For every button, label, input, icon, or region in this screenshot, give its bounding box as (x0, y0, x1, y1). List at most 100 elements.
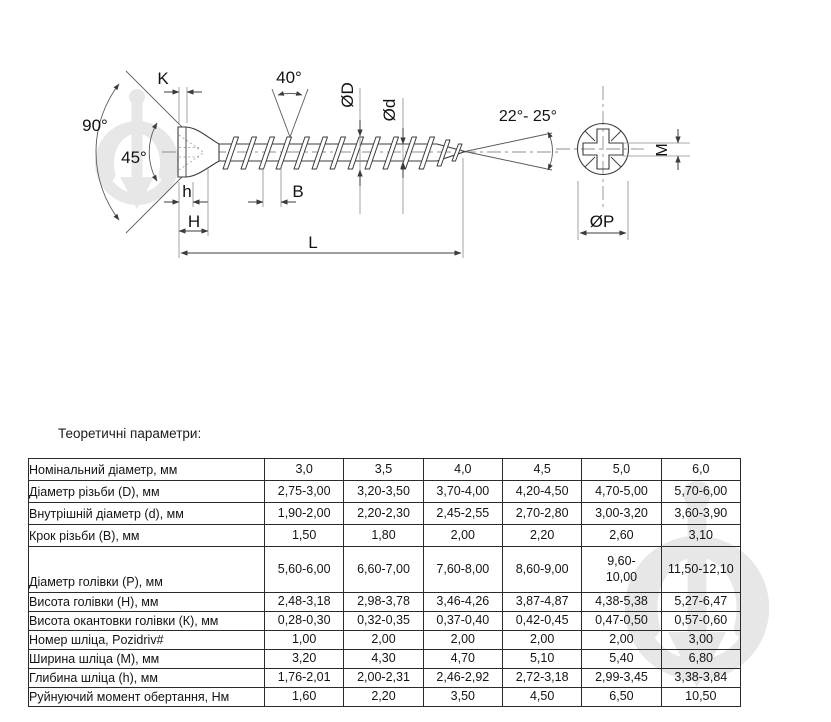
row-label: Діаметр різьби (D), мм (28, 480, 265, 503)
label-inner-dia: Ød (380, 99, 399, 122)
table-cell: 1,60 (263, 687, 345, 707)
row-label: Ширина шліца (М), мм (28, 649, 265, 669)
table-cell: 9,60- 10,00 (581, 546, 662, 593)
dim-tip-angle (464, 131, 553, 171)
table-row: Руйнуючий момент обертання, Нм 1,60 2,20… (28, 687, 742, 707)
table-cell: 2,60 (581, 524, 662, 547)
table-cell: 4,30 (343, 649, 424, 669)
label-h-small: h (182, 182, 191, 201)
table-cell: 3,87-4,87 (501, 592, 583, 612)
table-row: Діаметр голівки (Р), мм 5,60-6,00 6,60-7… (28, 546, 742, 593)
table-cell: 3,70-4,00 (422, 480, 503, 503)
dim-thread-angle (271, 88, 309, 138)
dim-pitch-b (248, 168, 296, 207)
table-cell: 0,28-0,30 (263, 611, 345, 631)
table-row: Висота окантовки голівки (К), мм 0,28-0,… (28, 611, 742, 631)
table-cell: 6,0 (660, 458, 742, 481)
table-cell: 4,38-5,38 (581, 592, 662, 612)
table-cell: 2,00 (422, 630, 503, 650)
table-title: Теоретичні параметри: (58, 426, 202, 441)
table-cell: 3,38-3,84 (660, 668, 742, 688)
row-label: Висота голівки (Н), мм (28, 592, 265, 612)
dim-slot-m (623, 129, 690, 170)
table-cell: 3,00-3,20 (581, 502, 662, 525)
table-row: Внутрішній діаметр (d), мм 1,90-2,00 2,2… (28, 502, 742, 525)
screw-head-front-view (576, 122, 630, 176)
label-pitch-b: B (292, 182, 303, 201)
table-cell: 2,00 (422, 524, 503, 547)
table-row: Ширина шліца (М), мм 3,20 4,30 4,70 5,10… (28, 649, 742, 669)
pozidriv-recess-icon (582, 128, 624, 170)
table-row: Номінальний діаметр, мм 3,0 3,5 4,0 4,5 … (28, 458, 742, 481)
table-cell: 1,80 (343, 524, 424, 547)
table-cell: 11,50-12,10 (660, 546, 742, 593)
row-label: Діаметр голівки (Р), мм (28, 546, 265, 593)
table-cell: 2,00 (343, 630, 424, 650)
label-angle90: 90° (82, 116, 108, 135)
dim-k (164, 87, 202, 123)
label-head-p: ØP (590, 212, 615, 231)
table-cell: 5,60-6,00 (263, 546, 345, 593)
table-cell: 4,70 (422, 649, 503, 669)
table-cell: 2,99-3,45 (581, 668, 662, 688)
table-cell: 2,72-3,18 (501, 668, 583, 688)
label-outer-dia: ØD (338, 82, 357, 108)
table-cell: 2,75-3,00 (263, 480, 345, 503)
label-k: K (157, 69, 169, 88)
table-row: Глибина шліца (h), мм 1,76-2,01 2,00-2,3… (28, 668, 742, 688)
table-cell: 1,90-2,00 (263, 502, 345, 525)
row-label: Руйнуючий момент обертання, Нм (28, 687, 265, 707)
table-cell: 3,46-4,26 (422, 592, 503, 612)
screw-thread (222, 136, 463, 170)
row-label: Номінальний діаметр, мм (28, 458, 265, 481)
table-cell: 6,60-7,00 (343, 546, 424, 593)
table-cell: 2,98-3,78 (343, 592, 424, 612)
table-cell: 10,50 (660, 687, 742, 707)
table-cell: 6,50 (581, 687, 662, 707)
table-row: Діаметр різьби (D), мм 2,75-3,00 3,20-3,… (28, 480, 742, 503)
table-cell: 2,48-3,18 (263, 592, 345, 612)
table-row: Висота голівки (Н), мм 2,48-3,18 2,98-3,… (28, 592, 742, 612)
table-cell: 0,37-0,40 (422, 611, 503, 631)
table-row: Крок різьби (В), мм 1,50 1,80 2,00 2,20 … (28, 524, 742, 547)
centerlines (162, 86, 644, 211)
table-cell: 2,20 (501, 524, 583, 547)
table-cell: 1,76-2,01 (263, 668, 345, 688)
dim-h-big (178, 168, 209, 236)
table-cell: 0,57-0,60 (660, 611, 742, 631)
dim-h-small (164, 182, 208, 258)
table-cell: 4,0 (422, 458, 503, 481)
table-cell: 4,50 (501, 687, 583, 707)
table-cell: 1,00 (263, 630, 345, 650)
screw-head-side-view (177, 126, 220, 178)
table-cell: 3,20 (263, 649, 345, 669)
table-cell: 3,0 (263, 458, 345, 481)
table-cell: 8,60-9,00 (501, 546, 583, 593)
table-row: Номер шліца, Pozidriv# 1,00 2,00 2,00 2,… (28, 630, 742, 650)
table-cell: 3,20-3,50 (343, 480, 424, 503)
table-cell: 2,00-2,31 (343, 668, 424, 688)
label-angle40: 40° (276, 68, 302, 87)
table-cell: 6,80 (660, 649, 742, 669)
table-cell: 5,0 (581, 458, 662, 481)
label-head-h: H (188, 212, 200, 231)
row-label: Глибина шліца (h), мм (28, 668, 265, 688)
table-cell: 3,5 (343, 458, 424, 481)
table-cell: 4,70-5,00 (581, 480, 662, 503)
table-cell: 0,42-0,45 (501, 611, 583, 631)
table-cell: 3,10 (660, 524, 742, 547)
table-cell: 5,27-6,47 (660, 592, 742, 612)
label-tip-angle: 22°- 25° (499, 108, 557, 125)
table-cell: 2,70-2,80 (501, 502, 583, 525)
row-label: Внутрішній діаметр (d), мм (28, 502, 265, 525)
table-cell: 7,60-8,00 (422, 546, 503, 593)
label-length-l: L (308, 233, 317, 252)
table-cell: 0,32-0,35 (343, 611, 424, 631)
table-cell: 2,45-2,55 (422, 502, 503, 525)
table-cell: 5,40 (581, 649, 662, 669)
label-angle45: 45° (121, 148, 147, 167)
table-cell: 3,60-3,90 (660, 502, 742, 525)
row-label: Крок різьби (В), мм (28, 524, 265, 547)
